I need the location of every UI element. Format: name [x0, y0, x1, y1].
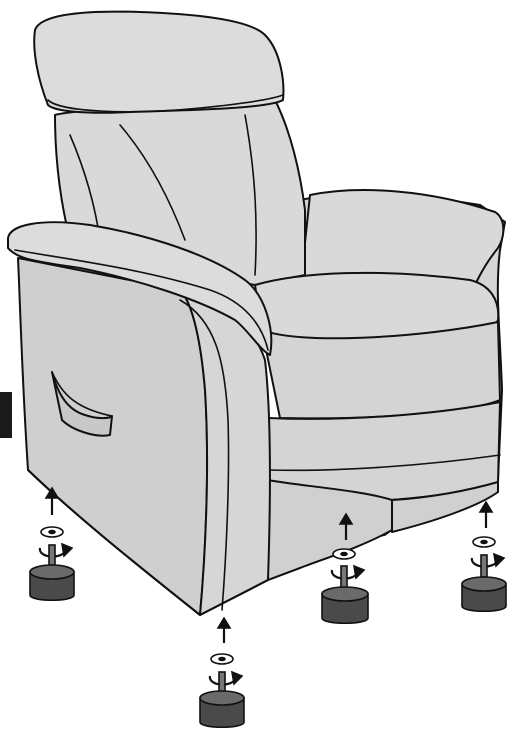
foot-top [30, 565, 74, 579]
foot-top [322, 587, 368, 601]
chair-front-body [262, 322, 500, 418]
rotate-arrow-head [62, 544, 72, 556]
rear-right-foot-assembly [462, 502, 506, 611]
rotate-arrow-head [232, 672, 242, 684]
threaded-stud [341, 566, 347, 588]
threaded-stud [49, 545, 55, 565]
chair-lower-base [268, 480, 392, 580]
washer-hole [341, 553, 347, 556]
washer-hole [49, 531, 55, 534]
threaded-stud [219, 672, 225, 692]
front-left-foot-assembly [200, 618, 244, 727]
up-arrow-head [480, 502, 492, 512]
up-arrow-head [218, 618, 230, 628]
washer-hole [219, 658, 225, 661]
recliner-chair [8, 12, 505, 615]
chair-left-side-panel [18, 258, 207, 615]
foot-top [200, 691, 244, 705]
threaded-stud [481, 555, 487, 577]
foot-top [462, 577, 506, 591]
rotate-arrow-head [354, 566, 364, 578]
washer-hole [481, 541, 487, 544]
rotate-arrow-head [494, 554, 504, 566]
chair-headrest [34, 12, 283, 113]
